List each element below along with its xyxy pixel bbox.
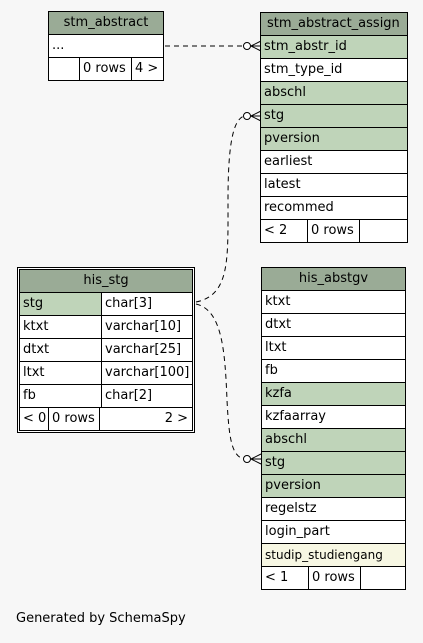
table-row: ... [49, 35, 163, 58]
column-name: stg [265, 455, 286, 470]
table-row: latest [261, 174, 407, 197]
column-name: ltxt [265, 340, 287, 355]
column-name: ltxt [23, 365, 45, 380]
table-row: ktxt varchar[10] [20, 316, 192, 339]
column-name: fb [23, 388, 36, 403]
table-row: fb char[2] [20, 385, 192, 408]
column-name: pversion [264, 131, 320, 146]
column-name: kzfa [265, 386, 292, 401]
column-name: regelstz [265, 501, 317, 516]
relation-end-circle [243, 455, 251, 463]
table-row: abschl [261, 82, 407, 105]
table-title: stm_abstract_assign [261, 13, 407, 36]
table-row: stg [261, 105, 407, 128]
footer-children [359, 220, 407, 242]
table-row: ktxt [262, 291, 405, 314]
column-type: char[3] [101, 293, 192, 315]
table-row: regelstz [262, 498, 405, 521]
column-name: pversion [265, 478, 321, 493]
column-name: dtxt [23, 342, 50, 357]
column-name: dtxt [265, 317, 292, 332]
table-row: kzfaarray [262, 406, 405, 429]
table-row: pversion [262, 475, 405, 498]
table-row: stg [262, 452, 405, 475]
table-row: stg char[3] [20, 293, 192, 316]
column-name: latest [264, 177, 301, 192]
relation-crowfoot [250, 110, 262, 122]
column-type: char[2] [101, 385, 192, 407]
column-name: kzfaarray [265, 409, 326, 424]
column-name: recommed [264, 200, 334, 215]
column-name: login_part [265, 524, 330, 539]
column-type: varchar[25] [101, 339, 192, 361]
table-his-abstgv[interactable]: his_abstgv ktxt dtxt ltxt fb kzfa kzfaar… [261, 267, 406, 590]
column-type: varchar[10] [101, 316, 192, 338]
relation-crowfoot [250, 40, 262, 52]
table-row: recommed [261, 197, 407, 220]
footer-children: 4 > [131, 58, 163, 80]
column-name: earliest [264, 154, 313, 169]
column-type: varchar[100] [101, 362, 192, 384]
table-footer: 0 rows 4 > [49, 58, 163, 80]
footer-parents: < 1 [265, 570, 289, 585]
footer-row-count: 0 rows [307, 220, 359, 242]
table-row: pversion [261, 128, 407, 151]
footer-children: 2 > [99, 408, 192, 430]
relation-his-stg-assign [195, 115, 245, 303]
table-row: abschl [262, 429, 405, 452]
table-footer: < 2 0 rows [261, 220, 407, 242]
column-name: abschl [265, 432, 307, 447]
table-row: dtxt [262, 314, 405, 337]
table-footer: < 1 0 rows [262, 567, 405, 589]
table-row: fb [262, 360, 405, 383]
footer-row-count: 0 rows [79, 58, 131, 80]
relation-crowfoot [250, 453, 262, 465]
footer-row-count: 0 rows [308, 567, 360, 589]
table-footer: < 0 0 rows 2 > [20, 408, 192, 430]
column-name: ... [52, 38, 65, 53]
column-name: stg [264, 108, 285, 123]
table-title: his_stg [20, 270, 192, 293]
footer-row-count: 0 rows [48, 408, 99, 430]
footer-children [360, 567, 405, 589]
table-row: login_part [262, 521, 405, 544]
table-row: stm_abstr_id [261, 36, 407, 59]
column-name: stm_abstr_id [264, 39, 347, 54]
table-row: dtxt varchar[25] [20, 339, 192, 362]
column-name: ktxt [23, 319, 49, 334]
column-name: studip_studiengang [265, 548, 383, 562]
footer-parents [49, 58, 79, 80]
table-row: stm_type_id [261, 59, 407, 82]
table-stm-abstract-assign[interactable]: stm_abstract_assign stm_abstr_id stm_typ… [260, 12, 408, 243]
generated-by-text: Generated by SchemaSpy [16, 611, 186, 626]
table-row: kzfa [262, 383, 405, 406]
table-stm-abstract[interactable]: stm_abstract ... 0 rows 4 > [48, 11, 164, 81]
table-title: stm_abstract [49, 12, 163, 35]
table-his-stg[interactable]: his_stg stg char[3] ktxt varchar[10] dtx… [17, 267, 195, 433]
table-row: earliest [261, 151, 407, 174]
table-row: studip_studiengang [262, 544, 405, 567]
relation-end-circle [243, 112, 251, 120]
column-name: fb [265, 363, 278, 378]
column-name: ktxt [265, 294, 291, 309]
footer-parents: < 2 [264, 223, 288, 238]
footer-parents: < 0 [23, 411, 47, 426]
column-name: abschl [264, 85, 306, 100]
column-name: stg [23, 296, 44, 311]
column-name: stm_type_id [264, 62, 343, 77]
table-row: ltxt varchar[100] [20, 362, 192, 385]
table-title: his_abstgv [262, 268, 405, 291]
relation-his-stg-abstgv [195, 303, 245, 460]
table-row: ltxt [262, 337, 405, 360]
relation-end-circle [243, 42, 251, 50]
